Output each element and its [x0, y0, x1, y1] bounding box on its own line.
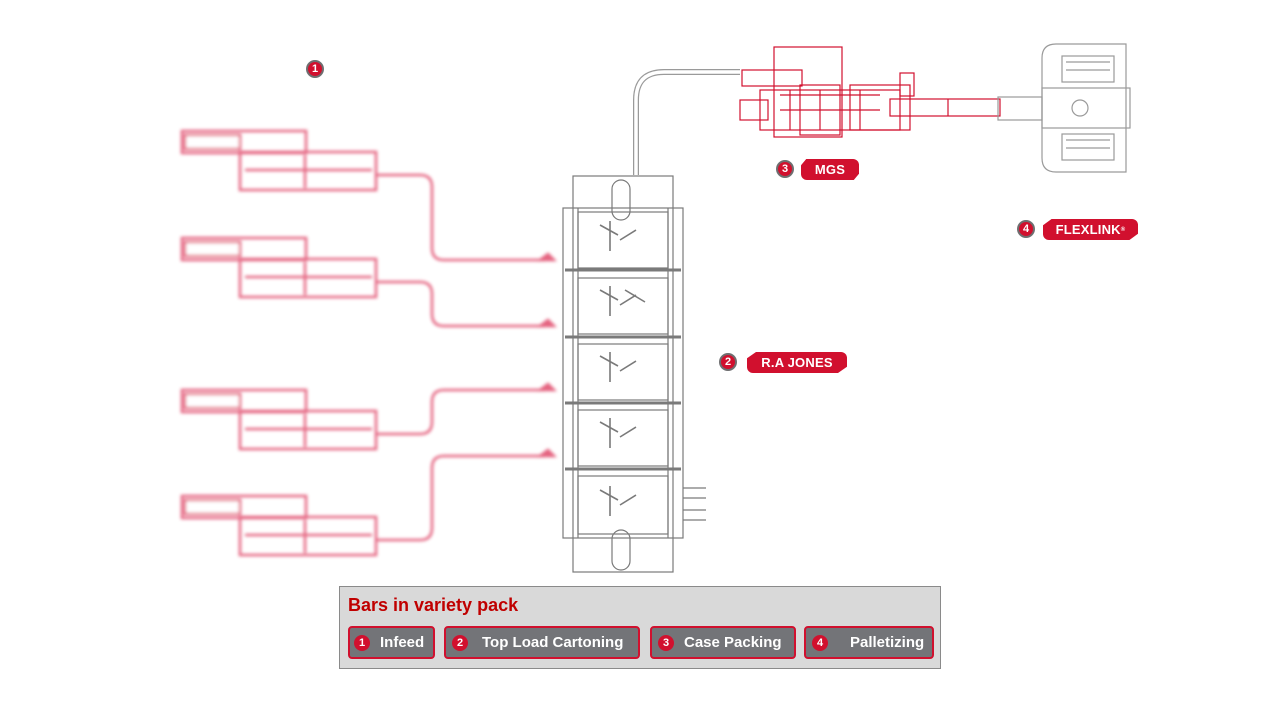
number-2-icon: 2 [452, 634, 468, 651]
legend-button-infeed[interactable]: 1 Infeed [348, 626, 435, 659]
legend-button-palletizing[interactable]: 4 Palletizing [804, 626, 934, 659]
legend-button-top-load-cartoning[interactable]: 2 Top Load Cartoning [444, 626, 640, 659]
infeed-unit [180, 448, 558, 557]
case-packer-machine [739, 46, 1001, 138]
infeed-units [180, 129, 558, 557]
number-1-icon: 1 [354, 634, 370, 651]
legend-button-label: Case Packing [684, 634, 782, 651]
infeed-unit [180, 236, 558, 328]
infeed-unit [180, 129, 558, 262]
marker-3-badge: 3 [776, 160, 794, 178]
legend-button-label: Infeed [380, 634, 425, 651]
flexlink-label: FLEXLINK [1055, 222, 1121, 237]
ra-jones-brand-tag: R.A JONES [747, 352, 847, 373]
mgs-brand-tag: MGS [801, 159, 859, 180]
legend-button-label: Top Load Cartoning [482, 634, 624, 651]
flexlink-brand-tag: FLEXLINK® [1043, 219, 1138, 240]
legend-button-case-packing[interactable]: 3 Case Packing [650, 626, 796, 659]
marker-4-badge: 4 [1017, 220, 1035, 238]
infeed-unit [180, 382, 558, 451]
marker-2-badge: 2 [719, 353, 737, 371]
palletizer-machine [997, 43, 1131, 173]
legend-button-label: Palletizing [850, 634, 925, 651]
number-3-icon: 3 [658, 634, 674, 651]
number-4-icon: 4 [812, 634, 828, 651]
cartoner-machine [562, 69, 740, 573]
registered-mark: ® [1120, 226, 1126, 233]
legend-title: Bars in variety pack [348, 595, 519, 615]
legend-panel: Bars in variety pack 1 Infeed 2 Top Load… [339, 586, 941, 669]
marker-1-badge: 1 [306, 60, 324, 78]
